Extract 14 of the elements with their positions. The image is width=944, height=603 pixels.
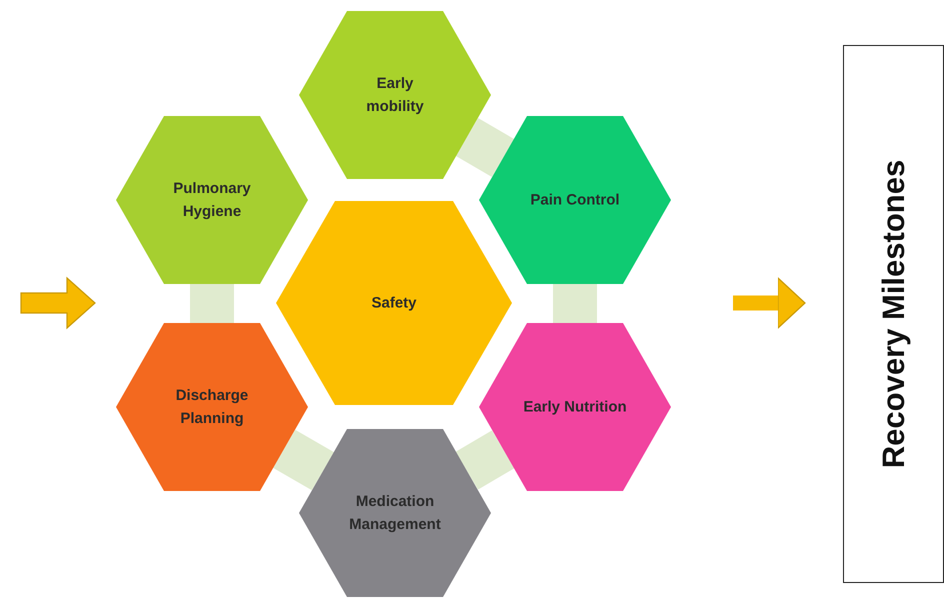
hexagon-label: Early mobility	[365, 74, 425, 117]
connector-band	[456, 118, 514, 177]
hexagon-label: Pulmonary Hygiene	[172, 178, 252, 222]
connector-band	[273, 430, 334, 490]
hexagon-label: Early Nutrition	[522, 397, 628, 418]
box-title: Recovery Milestones	[876, 160, 912, 468]
hexagon-label: Safety	[370, 293, 418, 314]
connector-band	[456, 430, 514, 490]
hexagon-label: Discharge Planning	[174, 386, 250, 429]
connector-band	[553, 284, 597, 323]
hexagon-label: Medication Management	[348, 492, 442, 535]
hexagon-label: Pain Control	[529, 190, 621, 210]
block-arrow	[733, 277, 806, 329]
milestone-box	[843, 45, 944, 583]
